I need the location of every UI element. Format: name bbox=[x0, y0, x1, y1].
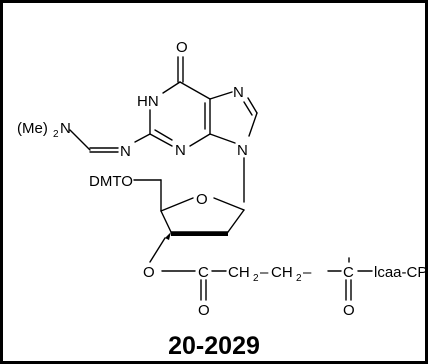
atom-ring-nh: HN bbox=[137, 93, 159, 110]
atom-dimethyl-prefix: (Me) bbox=[17, 120, 48, 137]
atom-linker-ch-a-sub: 2 bbox=[253, 273, 259, 284]
bond-n3-c4 bbox=[189, 133, 211, 147]
bond-c3p-o3p bbox=[149, 237, 166, 263]
wedge-c3p-o3p bbox=[165, 232, 171, 240]
atom-ester-o: O bbox=[143, 264, 155, 281]
atom-dimethyl-n: N bbox=[60, 120, 71, 137]
atom-ketone-o: O bbox=[343, 302, 355, 319]
atom-ketone-c: C bbox=[343, 264, 354, 281]
bond-c4p-c3p bbox=[160, 210, 172, 233]
bond-c5-n7 bbox=[209, 91, 233, 100]
bond-n7-c8-double bbox=[243, 101, 253, 116]
bond-c2-n2 bbox=[134, 133, 151, 143]
atom-ester-carbonyl-o: O bbox=[198, 302, 210, 319]
bond-n9-c4 bbox=[209, 133, 236, 144]
bond-c2p-c1p bbox=[227, 209, 245, 233]
atom-support: lcaa-CPG bbox=[374, 264, 428, 281]
atom-ring-n3: N bbox=[175, 142, 186, 159]
atom-ester-c: C bbox=[198, 264, 209, 281]
bond-c6-n1 bbox=[162, 81, 181, 94]
atom-linker-ch-a: CH bbox=[228, 264, 250, 281]
atom-ring-n7: N bbox=[233, 84, 244, 101]
atom-sugar-o: O bbox=[196, 191, 208, 208]
atom-amidine-n: N bbox=[120, 143, 131, 160]
sugar-bold-edge bbox=[171, 232, 228, 236]
bonds bbox=[69, 56, 373, 301]
atom-linker-ch-b-sub: 2 bbox=[296, 273, 302, 284]
atom-linker-ch-a-hyphen: – bbox=[260, 264, 269, 281]
atom-linker-ch-b-hyphen: – bbox=[303, 264, 312, 281]
catalog-number: 20-2029 bbox=[168, 332, 260, 360]
atom-linker-ch-b: CH bbox=[271, 264, 293, 281]
atom-dimethyl-subscript: 2 bbox=[53, 129, 59, 140]
bond-n7-c8 bbox=[247, 97, 258, 114]
atom-carbonyl-o-top: O bbox=[176, 39, 188, 56]
bond-c1p-o4p bbox=[213, 197, 245, 211]
bond-c6-c5 bbox=[179, 81, 211, 100]
bond-o4p-c4p bbox=[160, 197, 194, 212]
bond-c2-n3-double bbox=[154, 129, 173, 141]
atom-ring-n9: N bbox=[237, 142, 248, 159]
bond-c8-n9 bbox=[248, 112, 258, 137]
bond-ch-nme2 bbox=[69, 129, 91, 151]
atom-dmt-group: DMTO bbox=[89, 173, 133, 190]
bond-c2-n3 bbox=[149, 133, 173, 147]
